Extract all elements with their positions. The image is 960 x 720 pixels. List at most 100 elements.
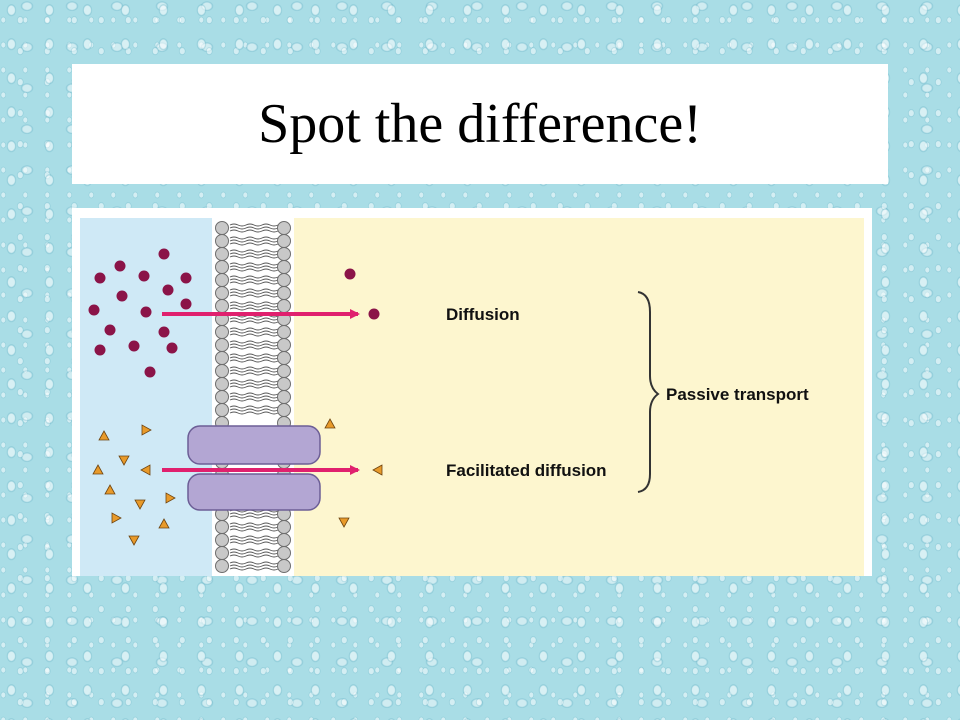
solute-triangle bbox=[324, 418, 336, 429]
lipid-head bbox=[277, 338, 291, 352]
lipid-tail bbox=[229, 343, 279, 347]
lipid-head bbox=[277, 533, 291, 547]
molecule-dot bbox=[114, 260, 126, 272]
molecule-dot bbox=[128, 340, 140, 352]
lipid-tail bbox=[229, 411, 279, 415]
diffusion-label: Diffusion bbox=[446, 305, 520, 324]
solute-triangle bbox=[134, 499, 146, 510]
molecule-dot bbox=[104, 324, 116, 336]
lipid-head bbox=[277, 520, 291, 534]
molecule-dot bbox=[162, 284, 174, 296]
lipid-tail bbox=[229, 268, 279, 272]
lipid-tail bbox=[229, 567, 279, 571]
solute-triangle bbox=[165, 492, 176, 504]
lipid-head bbox=[277, 260, 291, 274]
lipid-tail bbox=[229, 330, 279, 334]
lipid-tail bbox=[229, 382, 279, 386]
molecule-dot bbox=[344, 268, 356, 280]
lipid-tail bbox=[229, 509, 279, 513]
channel-protein bbox=[187, 425, 321, 511]
lipid-tail bbox=[229, 551, 279, 555]
lipid-head bbox=[215, 247, 229, 261]
lipid-head bbox=[277, 403, 291, 417]
lipid-tail bbox=[229, 226, 279, 230]
lipid-tail bbox=[229, 515, 279, 519]
lipid-head bbox=[277, 286, 291, 300]
lipid-tail bbox=[229, 317, 279, 321]
lipid-head bbox=[277, 364, 291, 378]
solute-triangle bbox=[140, 464, 151, 476]
lipid-head bbox=[277, 559, 291, 573]
lipid-head bbox=[215, 377, 229, 391]
lipid-tail bbox=[229, 304, 279, 308]
lipid-tail bbox=[229, 512, 279, 516]
lipid-tail bbox=[229, 369, 279, 373]
lipid-head bbox=[277, 234, 291, 248]
lipid-tail bbox=[229, 262, 279, 266]
lipid-head bbox=[215, 546, 229, 560]
lipid-tail bbox=[229, 278, 279, 282]
solute-triangle bbox=[118, 455, 130, 466]
lipid-tail bbox=[229, 541, 279, 545]
lipid-tail bbox=[229, 408, 279, 412]
molecule-dot bbox=[140, 306, 152, 318]
lipid-tail bbox=[229, 525, 279, 529]
lipid-head bbox=[215, 520, 229, 534]
lipid-tail bbox=[229, 379, 279, 383]
lipid-tail bbox=[229, 340, 279, 344]
lipid-tail bbox=[229, 255, 279, 259]
lipid-tail bbox=[229, 372, 279, 376]
lipid-tail bbox=[229, 359, 279, 363]
passive-transport-label: Passive transport bbox=[666, 385, 809, 404]
lipid-tail bbox=[229, 252, 279, 256]
diagram-canvas: Diffusion Facilitated diffusion Passive … bbox=[80, 218, 864, 576]
lipid-head bbox=[277, 390, 291, 404]
facilitated-solutes bbox=[92, 418, 383, 546]
lipid-tail bbox=[229, 239, 279, 243]
lipid-head bbox=[215, 351, 229, 365]
lipid-tail bbox=[229, 538, 279, 542]
title-box: Spot the difference! bbox=[72, 64, 888, 184]
lipid-tail bbox=[229, 398, 279, 402]
molecule-dot bbox=[158, 326, 170, 338]
transport-arrows bbox=[162, 309, 360, 475]
lipid-head bbox=[215, 338, 229, 352]
lipid-tail bbox=[229, 223, 279, 227]
lipid-tail bbox=[229, 301, 279, 305]
molecule-dot bbox=[158, 248, 170, 260]
molecule-dot bbox=[94, 344, 106, 356]
lipid-tail bbox=[229, 392, 279, 396]
molecule-dot bbox=[180, 272, 192, 284]
lipid-head bbox=[277, 377, 291, 391]
lipid-head bbox=[215, 234, 229, 248]
lipid-tail bbox=[229, 346, 279, 350]
lipid-tail bbox=[229, 242, 279, 246]
lipid-tail bbox=[229, 522, 279, 526]
lipid-tail bbox=[229, 236, 279, 240]
lipid-head bbox=[215, 533, 229, 547]
lipid-head bbox=[215, 286, 229, 300]
lipid-tail bbox=[229, 249, 279, 253]
lipid-head bbox=[215, 221, 229, 235]
lipid-tail bbox=[229, 294, 279, 298]
lipid-tail bbox=[229, 229, 279, 233]
lipid-head bbox=[215, 390, 229, 404]
molecule-dot bbox=[116, 290, 128, 302]
lipid-head bbox=[277, 546, 291, 560]
lipid-tail bbox=[229, 385, 279, 389]
molecule-dot bbox=[368, 308, 380, 320]
passive-transport-brace bbox=[637, 291, 660, 493]
lipid-tail bbox=[229, 320, 279, 324]
lipid-tail bbox=[229, 366, 279, 370]
lipid-tail bbox=[229, 535, 279, 539]
lipid-bilayer bbox=[215, 221, 291, 573]
intracellular-region bbox=[294, 218, 864, 576]
lipid-head bbox=[277, 247, 291, 261]
lipid-tail bbox=[229, 395, 279, 399]
lipid-tail bbox=[229, 288, 279, 292]
solute-triangle bbox=[104, 484, 116, 495]
lipid-head bbox=[215, 260, 229, 274]
lipid-tail bbox=[229, 281, 279, 285]
lipid-tail bbox=[229, 356, 279, 360]
lipid-tail bbox=[229, 333, 279, 337]
